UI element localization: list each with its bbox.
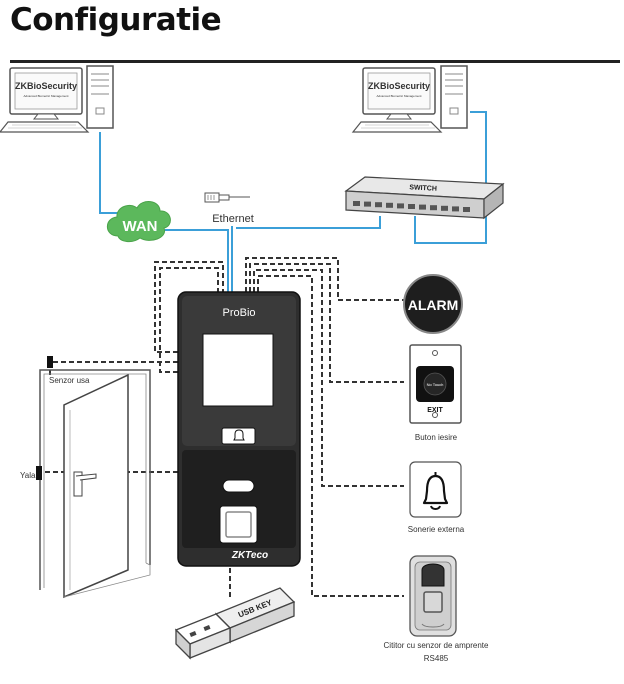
reader-caption-line1: Cititor cu senzor de amprente: [384, 641, 489, 650]
device-bell-button: [221, 427, 256, 445]
device-indicator: [222, 479, 255, 493]
door-sensor-label: Senzor usa: [49, 376, 90, 385]
usb-key: USB KEY: [174, 587, 296, 660]
computer-right-label: ZKBioSecurity: [368, 81, 430, 91]
alarm-label: ALARM: [408, 297, 459, 313]
exit-button-touch-label: No Touch: [427, 382, 444, 387]
bell-caption: Sonerie externa: [408, 525, 465, 534]
alarm-siren: ALARM: [403, 274, 463, 334]
lock-label: Yala: [20, 471, 36, 480]
exit-button-caption: Buton iesire: [415, 433, 458, 442]
computer-left: ZKBioSecurity Advanced Biometric Managem…: [0, 65, 114, 133]
computer-right: ZKBioSecurity Advanced Biometric Managem…: [351, 65, 468, 133]
switch-label: SWITCH: [409, 184, 437, 192]
page-title: Configuratie: [10, 2, 222, 38]
ethernet-connector-icon: [204, 192, 250, 203]
wan-label: WAN: [123, 218, 158, 235]
probio-device: ProBio ZKTeco: [177, 291, 301, 567]
exit-button-panel: No Touch EXIT: [409, 344, 462, 424]
fingerprint-reader: [409, 555, 457, 637]
fingerprint-sensor: [219, 505, 258, 544]
computer-left-label: ZKBioSecurity: [15, 81, 77, 91]
device-screen: [202, 333, 274, 407]
network-switch: SWITCH: [344, 176, 505, 220]
computer-right-sublabel: Advanced Biometric Management: [376, 94, 421, 98]
lock-icon: [36, 466, 42, 480]
door-handle: [73, 471, 83, 497]
network-lines: [99, 111, 487, 292]
computer-left-sublabel: Advanced Biometric Management: [23, 94, 68, 98]
wan-cloud: WAN: [106, 201, 171, 243]
title-rule: [10, 60, 620, 63]
exit-button-exit-label: EXIT: [427, 407, 443, 414]
external-bell: [409, 461, 462, 518]
device-brand: ZKTeco: [231, 550, 268, 561]
ethernet-label: Ethernet: [212, 213, 254, 225]
door-sensor-icon: [47, 356, 53, 368]
reader-caption-line2: RS485: [424, 654, 449, 663]
door: [39, 369, 151, 599]
device-name: ProBio: [222, 307, 255, 319]
